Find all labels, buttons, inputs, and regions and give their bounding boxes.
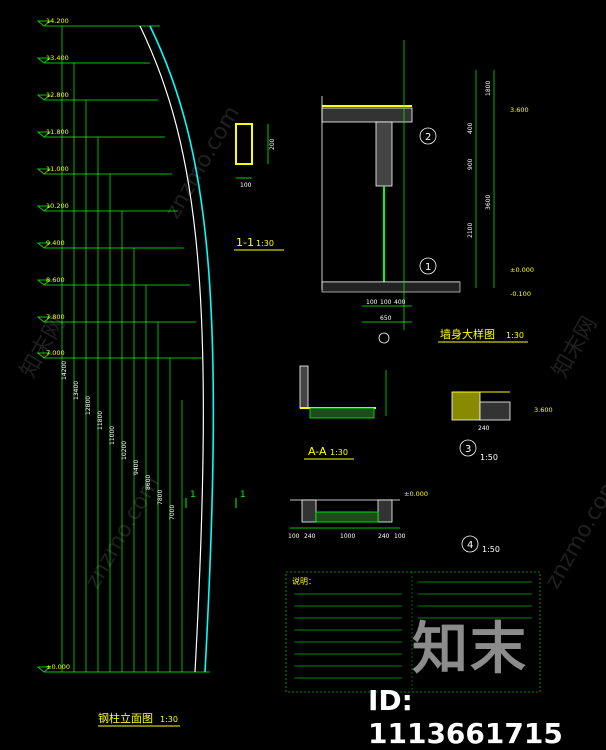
dim-label: 650 <box>380 315 392 322</box>
detail-3-marker <box>459 439 477 457</box>
elevation-dimension-lines <box>61 26 183 672</box>
dim-label: 11800 <box>97 411 104 430</box>
wall-detail-scale: 1:30 <box>506 331 524 340</box>
section-1-1-scale: 1:30 <box>256 239 274 248</box>
dim-label: 100 <box>288 533 300 540</box>
level-label: 12.800 <box>46 91 69 99</box>
dim-label: 8600 <box>145 475 152 490</box>
dim-label: 1000 <box>340 533 355 540</box>
dim-label: 100 <box>394 533 406 540</box>
dim-label: 10200 <box>121 441 128 460</box>
section-a-a-post <box>299 365 309 409</box>
detail-4-marker <box>461 535 479 553</box>
level-label: 14.200 <box>46 17 69 25</box>
wall-ground-slab <box>321 281 461 293</box>
dim-label: 7800 <box>157 490 164 505</box>
wall-detail-marker-1 <box>419 257 437 275</box>
watermark-id: ID: 1113661715 <box>368 684 563 750</box>
notes-lines <box>294 581 532 679</box>
wall-detail: 2 1 1800 400 900 3600 2100 3.600 ±0.000 … <box>321 40 534 344</box>
wall-level-labels: 3.600 ±0.000 -0.100 <box>510 106 534 298</box>
level-label: 11.800 <box>46 128 69 136</box>
level-label: 7.000 <box>46 349 65 357</box>
dim-label: 400 <box>467 122 474 134</box>
section-a-a-gutter <box>309 407 375 419</box>
detail-3: 240 3.600 3 1:50 <box>451 391 553 462</box>
dim-label: 100 <box>380 299 392 306</box>
detail-3-level: 3.600 <box>534 406 553 414</box>
wall-beam <box>375 121 393 187</box>
level-label: ±0.000 <box>46 663 70 671</box>
wall-axis-bubble <box>378 332 390 344</box>
section-1-1-width: 100 <box>240 182 252 189</box>
dim-label: 2100 <box>467 223 474 238</box>
section-1-1-profile <box>235 123 253 165</box>
detail-4-gutter <box>315 511 379 523</box>
level-label: 3.600 <box>510 106 529 114</box>
detail-3-marker-label: 3 <box>465 444 471 455</box>
section-1-1-height: 200 <box>269 138 276 150</box>
section-mark-left-label: 1 <box>190 490 196 500</box>
dim-label: 7000 <box>169 505 176 520</box>
level-label: 9.400 <box>46 239 65 247</box>
dim-label: 240 <box>378 533 390 540</box>
dim-label: 900 <box>467 158 474 170</box>
elevation-title: 钢柱立面图 <box>98 711 153 725</box>
elevation-level-labels: 14.200 13.400 12.800 11.800 11.000 10.20… <box>46 17 70 671</box>
level-symbols <box>36 20 52 673</box>
level-label: ±0.000 <box>510 266 534 274</box>
wall-detail-marker-2 <box>419 127 437 145</box>
dim-label: 14200 <box>61 361 68 380</box>
dim-label: 3600 <box>485 195 492 210</box>
section-1-1: 100 200 1-1 1:30 <box>234 123 284 251</box>
detail-4-scale: 1:50 <box>482 545 500 554</box>
wall-vertical-dims: 1800 400 900 3600 2100 <box>467 81 492 238</box>
notes-title: 说明： <box>292 576 316 586</box>
steel-column-outer <box>149 25 215 673</box>
elevation-scale: 1:30 <box>160 715 178 724</box>
dim-label: 240 <box>304 533 316 540</box>
notes-table: 说明： <box>285 571 541 693</box>
watermark-logo: 知末 <box>412 617 528 682</box>
wall-detail-marker-2-label: 2 <box>425 132 431 143</box>
dim-label: 12800 <box>85 396 92 415</box>
level-label: 8.600 <box>46 276 65 284</box>
dim-label: 400 <box>394 299 406 306</box>
steel-column-inner <box>139 25 204 673</box>
dim-label: 11000 <box>109 426 116 445</box>
section-mark-right-label: 1 <box>240 490 246 500</box>
dim-label: 100 <box>366 299 378 306</box>
level-label: -0.100 <box>510 290 531 298</box>
section-mark-1 <box>185 498 237 508</box>
detail-4: 100 240 1000 240 100 ±0.000 4 1:50 <box>288 490 500 554</box>
dim-label: 9400 <box>133 460 140 475</box>
elevation-view: 1 1 14.200 13.400 12.800 11.800 11.000 1… <box>36 17 246 727</box>
section-1-1-title: 1-1 <box>236 236 254 249</box>
detail-4-dims: 100 240 1000 240 100 <box>288 533 406 540</box>
section-a-a: A-A 1:30 <box>299 365 387 460</box>
section-a-a-title: A-A <box>308 445 327 458</box>
level-label: 7.800 <box>46 313 65 321</box>
wall-horizontal-dims: 100 100 400 650 <box>366 299 406 322</box>
detail-4-level: ±0.000 <box>404 490 428 498</box>
level-label: 11.000 <box>46 165 69 173</box>
level-label: 13.400 <box>46 54 69 62</box>
dim-label: 1800 <box>485 81 492 96</box>
wall-detail-marker-1-label: 1 <box>425 262 431 273</box>
section-a-a-scale: 1:30 <box>330 448 348 457</box>
detail-3-hatch <box>451 391 481 421</box>
level-label: 10.200 <box>46 202 69 210</box>
detail-4-marker-label: 4 <box>467 540 473 551</box>
wall-detail-title: 墙身大样图 <box>440 327 495 341</box>
elevation-dim-labels: 14200 13400 12800 11800 11000 10200 9400… <box>61 361 176 520</box>
detail-3-dim: 240 <box>478 425 490 432</box>
detail-3-scale: 1:50 <box>480 453 498 462</box>
wall-roof-slab <box>321 107 413 123</box>
dim-label: 13400 <box>73 381 80 400</box>
